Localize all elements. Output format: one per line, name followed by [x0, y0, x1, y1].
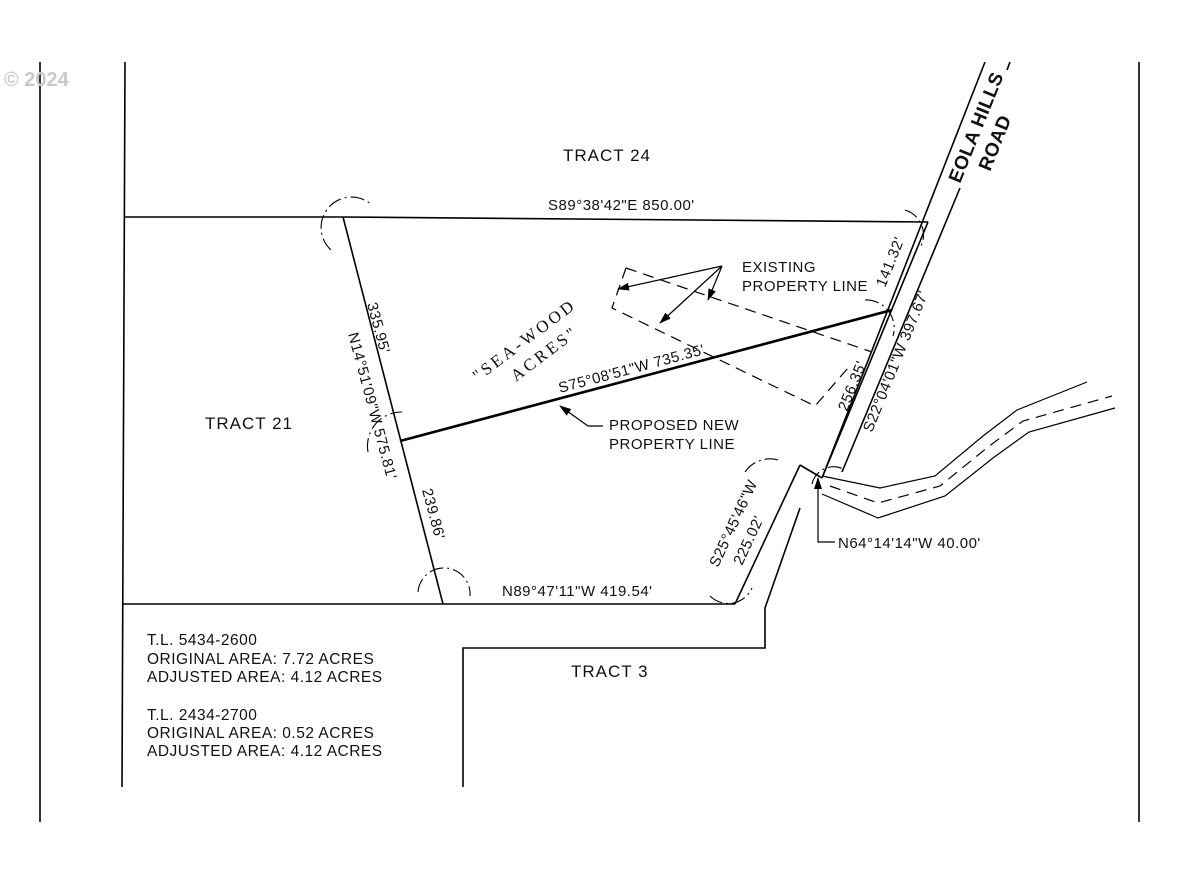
- corner-tie-line: [799, 464, 823, 479]
- existing-line-leader-arrow: [707, 265, 723, 301]
- corner-arc: [320, 196, 373, 251]
- tax-lot-1-adjusted-area: ADJUSTED AREA: 4.12 ACRES: [147, 669, 383, 686]
- south-line-bearing: N89°47'11"W 419.54': [502, 583, 653, 600]
- east-line-lower-distance: 256.35': [835, 359, 870, 414]
- corner-tie-leader-arrow: [814, 477, 835, 543]
- tract-21-label: TRACT 21: [205, 414, 293, 433]
- corner-tie-bearing: N64°14'14"W 40.00': [838, 535, 981, 552]
- existing-line-leader-arrow: [617, 265, 723, 291]
- tax-lot-1-original-area: ORIGINAL AREA: 7.72 ACRES: [147, 651, 374, 668]
- driveway-edge-north: [821, 381, 1088, 489]
- driveway-edge-south: [821, 407, 1116, 519]
- road-row-line-west: [821, 61, 986, 479]
- corner-arc: [417, 567, 471, 597]
- corner-arc: [811, 466, 846, 485]
- corner-arc: [366, 411, 403, 453]
- proposed-line-bearing: S75°08'51"W 735.35': [557, 341, 707, 396]
- tax-lot-2-id: T.L. 2434-2700: [147, 707, 257, 724]
- proposed-line-callout-1: PROPOSED NEW: [609, 417, 740, 434]
- tract-3-boundary: [462, 507, 801, 787]
- proposed-line-leader-arrow: [559, 405, 603, 427]
- existing-line-callout-2: PROPERTY LINE: [742, 278, 868, 295]
- tract-24-label: TRACT 24: [563, 146, 651, 165]
- existing-line-callout-1: EXISTING: [742, 259, 816, 276]
- west-line-upper-distance: 335.95': [363, 301, 393, 356]
- existing-line-leader-arrow: [659, 265, 723, 324]
- corner-arc: [864, 299, 895, 337]
- copyright-watermark: © 2024: [4, 69, 70, 91]
- corner-arc: [709, 587, 753, 605]
- southeast-property-line: [734, 464, 801, 605]
- driveway-centerline: [829, 395, 1113, 504]
- north-line-bearing: S89°38'42"E 850.00': [548, 197, 695, 214]
- east-property-line: [821, 221, 929, 479]
- west-line-lower-distance: 239.86': [418, 487, 448, 542]
- existing-property-line-upper: [625, 267, 873, 353]
- tax-lot-2-original-area: ORIGINAL AREA: 0.52 ACRES: [147, 725, 374, 742]
- tract-3-label: TRACT 3: [571, 662, 649, 681]
- proposed-property-line: [399, 308, 893, 443]
- corner-arc: [744, 458, 779, 473]
- north-property-line: [342, 216, 929, 223]
- road-row-line-east: [841, 187, 961, 473]
- tax-lot-1-id: T.L. 5434-2600: [147, 632, 257, 649]
- tract-west-line: [121, 61, 126, 788]
- tax-lot-2-adjusted-area: ADJUSTED AREA: 4.12 ACRES: [147, 743, 383, 760]
- proposed-line-callout-2: PROPERTY LINE: [609, 436, 735, 453]
- corner-arc: [904, 209, 925, 249]
- road-row-stub: [1006, 61, 1011, 71]
- west-property-line: [342, 216, 444, 605]
